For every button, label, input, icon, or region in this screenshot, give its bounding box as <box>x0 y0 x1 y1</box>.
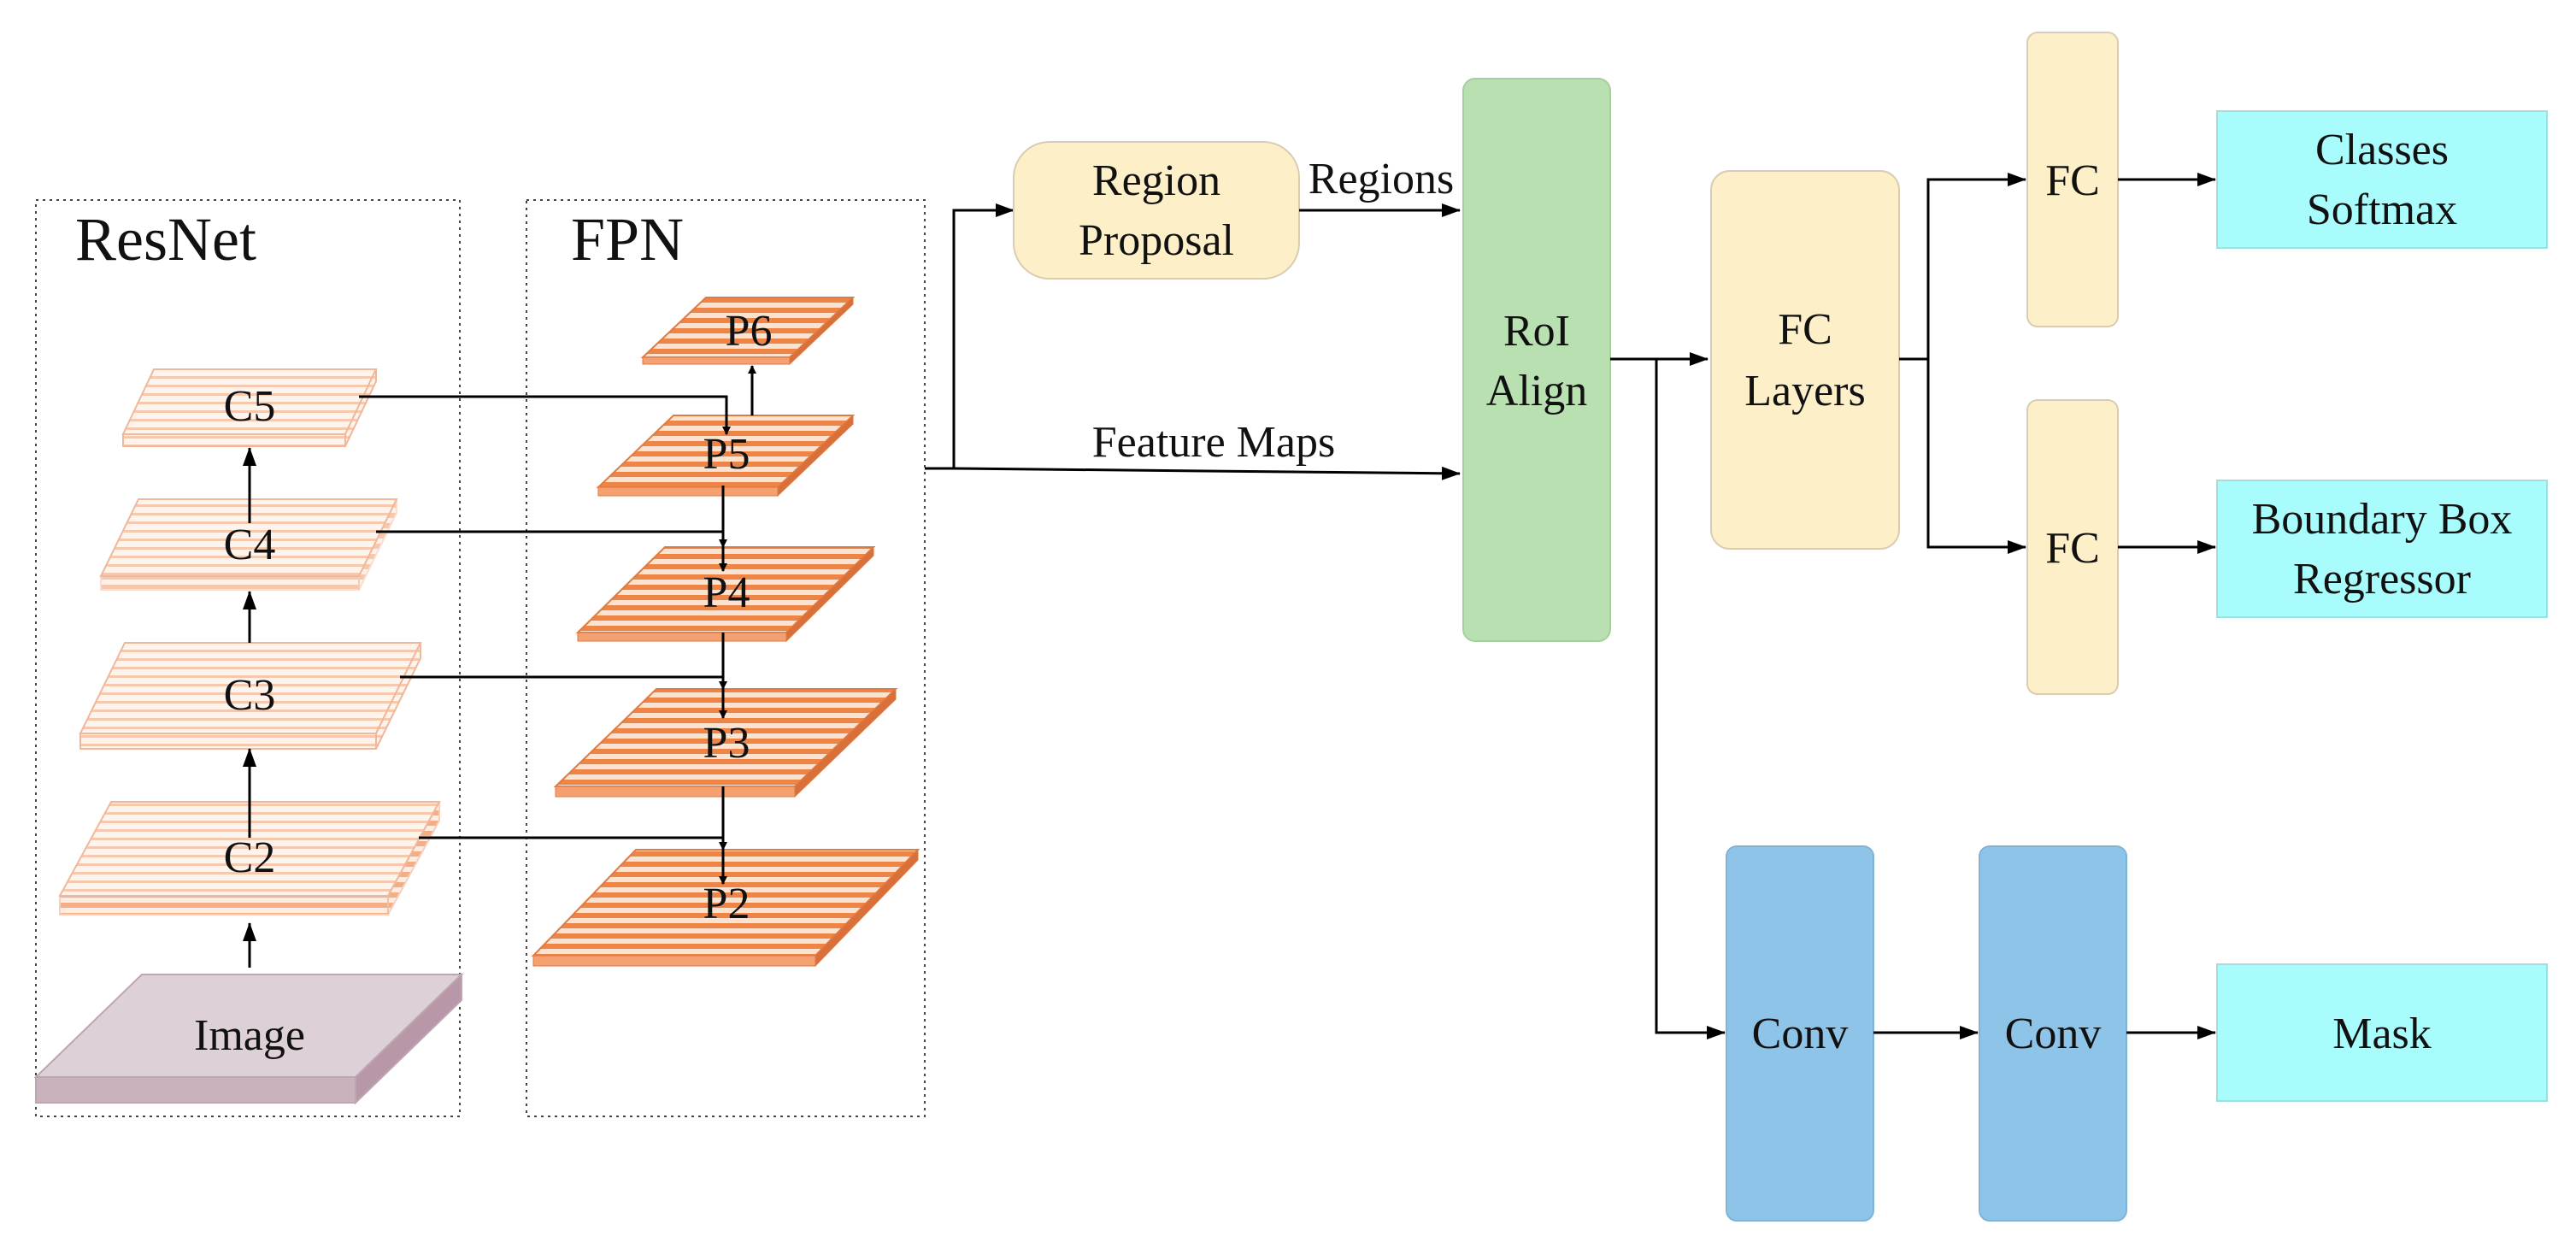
lateral-c4-p4 <box>376 530 727 548</box>
lateral-c5-p5 <box>359 395 731 435</box>
c2-label: C2 <box>224 833 276 882</box>
classes-softmax-label-line1: Classes <box>2315 126 2449 174</box>
image-input-slab <box>33 972 464 1105</box>
boundary-box-regressor-box <box>2216 480 2548 618</box>
feature-maps-label: Feature Maps <box>1092 418 1335 467</box>
classes-softmax-label-line2: Softmax <box>2307 185 2457 234</box>
arrow-fc-layers-to-box-fc <box>1926 359 2026 554</box>
arrow-fc-layers-to-class-fc <box>1899 173 2026 361</box>
fpn-frame <box>526 199 926 1117</box>
arrow-feature-maps <box>953 466 1461 480</box>
p6-label: P6 <box>726 307 773 356</box>
c4-slab <box>99 498 398 591</box>
lateral-c3-p3 <box>400 675 727 690</box>
fpn-title: FPN <box>571 205 684 274</box>
arrow-to-region-proposal <box>952 203 1015 468</box>
region-proposal-label-line2: Proposal <box>1079 216 1234 265</box>
box-fc-label: FC <box>2045 524 2100 573</box>
fc-layers-label-line2: Layers <box>1744 367 1865 415</box>
c3-slab <box>79 642 422 750</box>
p5-slab <box>596 414 856 498</box>
class-fc-label: FC <box>2045 156 2100 205</box>
p4-label: P4 <box>703 568 750 617</box>
region-proposal-label-line1: Region <box>1092 156 1220 205</box>
conv1-label: Conv <box>1752 1010 1849 1058</box>
p2-label: P2 <box>703 880 750 928</box>
resnet-frame <box>35 199 461 1117</box>
p3-label: P3 <box>703 719 750 768</box>
c5-label: C5 <box>224 382 276 431</box>
c5-slab <box>121 368 378 447</box>
resnet-title: ResNet <box>75 205 256 274</box>
arrow-roi-to-conv1 <box>1655 359 1726 1039</box>
roi-align-label-line2: Align <box>1486 367 1587 415</box>
roi-align-label-line1: RoI <box>1503 307 1570 356</box>
classes-softmax-box <box>2216 110 2548 249</box>
c2-slab <box>58 801 441 916</box>
c4-label: C4 <box>224 521 276 569</box>
conv2-label: Conv <box>2005 1010 2102 1058</box>
mask-box <box>2216 963 2548 1102</box>
regions-label: Regions <box>1309 155 1454 203</box>
roi-align-box <box>1462 78 1611 642</box>
fc-layers-box <box>1710 170 1900 550</box>
p4-slab <box>575 545 876 643</box>
mask-label: Mask <box>2332 1010 2432 1058</box>
lateral-c2-p2 <box>419 836 727 851</box>
boundary-box-regressor-label-line2: Regressor <box>2293 555 2471 604</box>
fc-layers-label-line1: FC <box>1778 305 1832 354</box>
p3-slab <box>553 687 898 798</box>
p5-label: P5 <box>703 430 750 479</box>
boundary-box-regressor-label-line1: Boundary Box <box>2252 495 2513 544</box>
c3-label: C3 <box>224 671 276 720</box>
image-label: Image <box>194 1011 305 1060</box>
p2-slab <box>531 848 920 968</box>
p6-slab <box>640 296 856 366</box>
